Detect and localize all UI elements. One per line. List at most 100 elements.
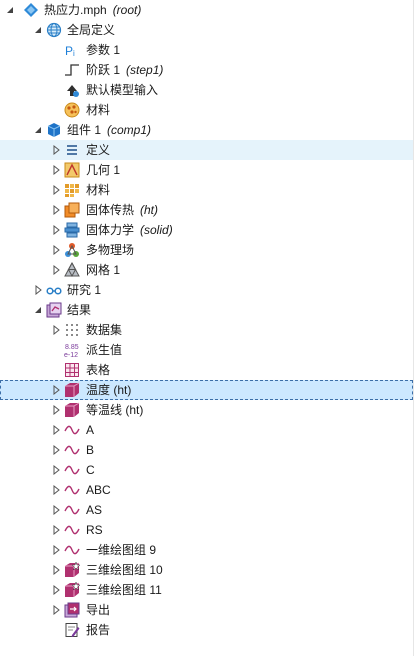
tree-node-plot3d-10[interactable]: 三维绘图组 10 bbox=[0, 560, 413, 580]
tree-node-heat-transfer[interactable]: 固体传热 (ht) bbox=[0, 200, 413, 220]
expand-arrow-icon[interactable] bbox=[51, 585, 61, 595]
isotherm-label: 等温线 (ht) bbox=[86, 403, 144, 417]
tree-node-plot-abc[interactable]: ABC bbox=[0, 480, 413, 500]
plot-rs-label: RS bbox=[86, 523, 103, 537]
heat-transfer-tag: (ht) bbox=[140, 203, 159, 217]
expand-arrow-icon[interactable] bbox=[33, 285, 43, 295]
expand-arrow-icon[interactable] bbox=[51, 425, 61, 435]
expand-arrow-icon[interactable] bbox=[51, 605, 61, 615]
expand-arrow-icon[interactable] bbox=[51, 465, 61, 475]
model-inputs-label: 默认模型输入 bbox=[86, 83, 159, 97]
svg-text:P: P bbox=[65, 44, 73, 58]
step-function-icon bbox=[64, 62, 80, 78]
tree-node-study[interactable]: 研究 1 bbox=[0, 280, 413, 300]
tree-node-plot3d-11[interactable]: 三维绘图组 11 bbox=[0, 580, 413, 600]
expand-arrow-icon[interactable] bbox=[51, 265, 61, 275]
expand-arrow-icon[interactable] bbox=[51, 205, 61, 215]
expand-arrow-icon[interactable] bbox=[51, 185, 61, 195]
derived-icon-top: 8.85 bbox=[65, 344, 79, 351]
collapse-arrow-icon[interactable] bbox=[33, 305, 43, 315]
tree-node-solid-mechanics[interactable]: 固体力学(solid) bbox=[0, 220, 413, 240]
mesh-icon bbox=[64, 262, 80, 278]
tree-node-tables[interactable]: 表格 bbox=[0, 360, 413, 380]
export-label: 导出 bbox=[86, 603, 111, 617]
root-tag: (root) bbox=[112, 3, 142, 17]
plot-group-1d-icon bbox=[64, 442, 80, 458]
mesh-label: 网格 1 bbox=[86, 263, 121, 277]
tree-node-root[interactable]: 热应力.mph(root) bbox=[0, 0, 413, 20]
tree-node-plot-c[interactable]: C bbox=[0, 460, 413, 480]
geometry-icon bbox=[64, 162, 80, 178]
materials-grid-icon bbox=[64, 182, 80, 198]
tree-node-plot-b[interactable]: B bbox=[0, 440, 413, 460]
temperature-label: 温度 (ht) bbox=[86, 383, 132, 397]
global-definitions-label: 全局定义 bbox=[67, 23, 116, 37]
tree-node-results[interactable]: 结果 bbox=[0, 300, 413, 320]
plot3d-10-label: 三维绘图组 10 bbox=[86, 563, 163, 577]
multiphysics-label: 多物理场 bbox=[86, 243, 135, 257]
expand-arrow-icon[interactable] bbox=[51, 565, 61, 575]
component-label: 组件 1 bbox=[67, 123, 102, 137]
tree-node-plot1d-9[interactable]: 一维绘图组 9 bbox=[0, 540, 413, 560]
expand-arrow-icon[interactable] bbox=[51, 145, 61, 155]
tree-node-mesh[interactable]: 网格 1 bbox=[0, 260, 413, 280]
tree-node-report[interactable]: 报告 bbox=[0, 620, 413, 640]
plot-group-1d-icon bbox=[64, 522, 80, 538]
solid-mechanics-label: 固体力学 bbox=[86, 223, 135, 237]
tree-node-datasets[interactable]: 数据集 bbox=[0, 320, 413, 340]
tree-node-plot-a[interactable]: A bbox=[0, 420, 413, 440]
step-function-label: 阶跃 1 bbox=[86, 63, 121, 77]
tree-node-component[interactable]: 组件 1(comp1) bbox=[0, 120, 413, 140]
plot1d-9-label: 一维绘图组 9 bbox=[86, 543, 157, 557]
expand-arrow-icon[interactable] bbox=[51, 325, 61, 335]
expand-arrow-icon[interactable] bbox=[51, 165, 61, 175]
collapse-arrow-icon[interactable] bbox=[33, 25, 43, 35]
expand-arrow-icon[interactable] bbox=[51, 485, 61, 495]
plot3d-11-label: 三维绘图组 11 bbox=[86, 583, 162, 597]
tree-node-temperature[interactable]: 温度 (ht) bbox=[0, 380, 413, 400]
tree-node-multiphysics[interactable]: 多物理场 bbox=[0, 240, 413, 260]
solid-mechanics-icon bbox=[64, 222, 80, 238]
expand-arrow-icon[interactable] bbox=[51, 505, 61, 515]
tree-node-plot-as[interactable]: AS bbox=[0, 500, 413, 520]
collapse-arrow-icon[interactable] bbox=[5, 5, 15, 15]
tree-node-plot-rs[interactable]: RS bbox=[0, 520, 413, 540]
plot-group-1d-icon bbox=[64, 422, 80, 438]
datasets-icon bbox=[64, 322, 80, 338]
parameters-label: 参数 1 bbox=[86, 43, 121, 57]
tree-node-global-definitions[interactable]: 全局定义 bbox=[0, 20, 413, 40]
globe-icon bbox=[46, 22, 62, 38]
plot-c-label: C bbox=[86, 463, 95, 477]
expand-arrow-icon[interactable] bbox=[51, 225, 61, 235]
tree-node-export[interactable]: 导出 bbox=[0, 600, 413, 620]
tree-node-materials[interactable]: 材料 bbox=[0, 180, 413, 200]
tree-node-isotherm[interactable]: 等温线 (ht) bbox=[0, 400, 413, 420]
expand-arrow-icon[interactable] bbox=[51, 525, 61, 535]
tables-icon bbox=[64, 362, 80, 378]
export-icon bbox=[64, 602, 80, 618]
collapse-arrow-icon[interactable] bbox=[33, 125, 43, 135]
expand-arrow-icon[interactable] bbox=[51, 445, 61, 455]
tree-node-geometry[interactable]: 几何 1 bbox=[0, 160, 413, 180]
tree-node-definitions[interactable]: 定义 bbox=[0, 140, 413, 160]
tree-node-step-function[interactable]: 阶跃 1(step1) bbox=[0, 60, 413, 80]
plot-group-3d-icon bbox=[64, 402, 80, 418]
expand-arrow-icon[interactable] bbox=[51, 385, 61, 395]
tree-node-default-model-inputs[interactable]: 默认模型输入 bbox=[0, 80, 413, 100]
plot-group-1d-icon bbox=[64, 542, 80, 558]
expand-arrow-icon[interactable] bbox=[51, 245, 61, 255]
definitions-label: 定义 bbox=[86, 143, 111, 157]
expand-arrow-icon[interactable] bbox=[51, 405, 61, 415]
expand-arrow-icon[interactable] bbox=[51, 545, 61, 555]
heat-transfer-label: 固体传热 bbox=[86, 203, 135, 217]
multiphysics-icon bbox=[64, 242, 80, 258]
results-label: 结果 bbox=[67, 303, 92, 317]
plot-group-3d-new-icon bbox=[64, 582, 80, 598]
tree-node-global-materials[interactable]: 材料 bbox=[0, 100, 413, 120]
plot-as-label: AS bbox=[86, 503, 103, 517]
